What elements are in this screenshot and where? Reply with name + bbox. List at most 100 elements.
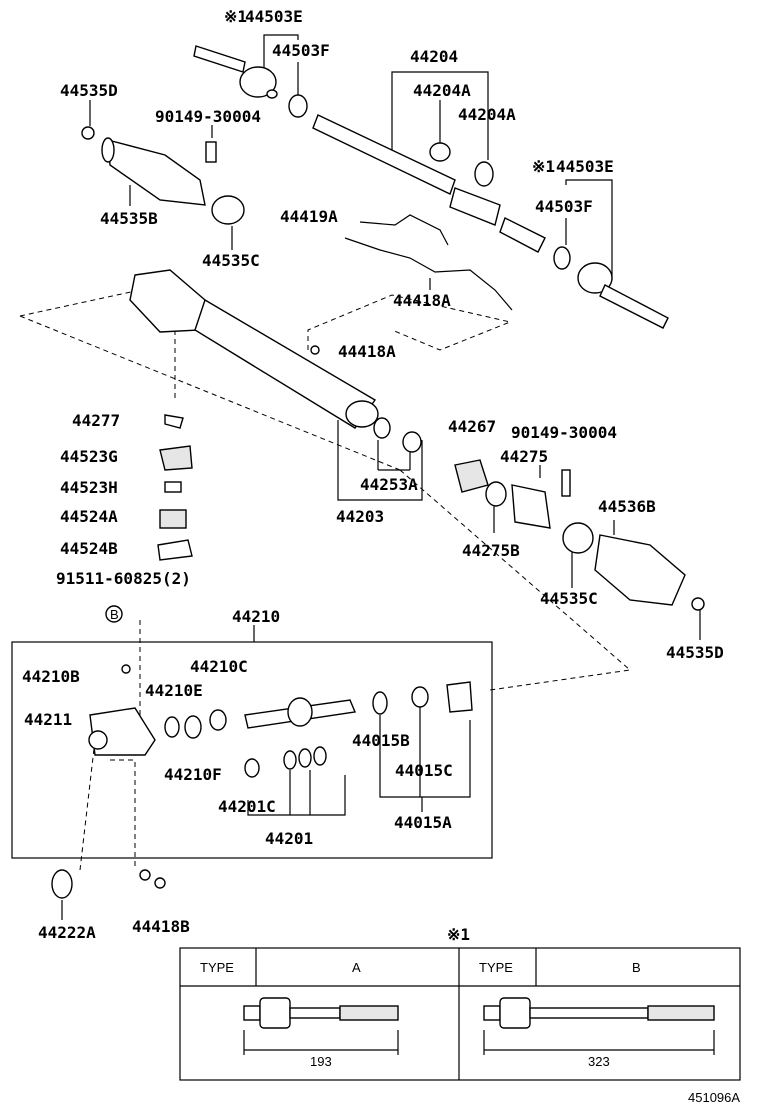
label-44418A-2: 44418A bbox=[338, 342, 396, 361]
label-44015B: 44015B bbox=[352, 731, 410, 750]
label-44535C-right: 44535C bbox=[540, 589, 598, 608]
lock-washer-top bbox=[288, 94, 308, 118]
label-44535D-top: 44535D bbox=[60, 81, 118, 100]
oring-44015B bbox=[372, 691, 388, 715]
leader-lines bbox=[19, 34, 701, 920]
washer-44222A bbox=[51, 869, 73, 899]
ring-44253A-1 bbox=[373, 417, 391, 439]
label-44535B: 44535B bbox=[100, 209, 158, 228]
dim-a: 193 bbox=[310, 1054, 332, 1069]
label-44275: 44275 bbox=[500, 447, 548, 466]
ring-44210F bbox=[184, 715, 202, 739]
bush-44015 bbox=[446, 681, 473, 713]
label-44204A-1: 44204A bbox=[413, 81, 471, 100]
bush-44275 bbox=[511, 484, 551, 529]
type-a: A bbox=[352, 960, 361, 975]
seal-44201C bbox=[244, 758, 260, 778]
boot-right bbox=[594, 534, 686, 606]
label-44535D-right: 44535D bbox=[666, 643, 724, 662]
label-44267: 44267 bbox=[448, 417, 496, 436]
tube-44419A bbox=[359, 214, 449, 246]
label-44210E: 44210E bbox=[145, 681, 203, 700]
label-44418B: 44418B bbox=[132, 917, 190, 936]
boot-left bbox=[101, 137, 206, 206]
label-44253A: 44253A bbox=[360, 475, 418, 494]
control-valve-shaft bbox=[244, 697, 356, 729]
type-header-b: TYPE bbox=[479, 960, 513, 975]
label-44210F: 44210F bbox=[164, 765, 222, 784]
nut-44524B bbox=[157, 539, 193, 561]
valve-kit-box bbox=[11, 641, 493, 859]
bolt-top bbox=[205, 141, 217, 163]
guide-44523G bbox=[159, 445, 193, 471]
label-44503E-right: 44503E bbox=[556, 157, 614, 176]
label-44222A: 44222A bbox=[38, 923, 96, 942]
label-44503F-right: 44503F bbox=[535, 197, 593, 216]
plug-44418B-2 bbox=[154, 877, 166, 889]
label-44523H: 44523H bbox=[60, 478, 118, 497]
oring-44204A bbox=[429, 142, 451, 162]
tube-44418A bbox=[344, 237, 513, 311]
rack-bar bbox=[312, 114, 546, 253]
dim-b: 323 bbox=[588, 1054, 610, 1069]
label-44524A: 44524A bbox=[60, 507, 118, 526]
tie-rod-top bbox=[193, 45, 278, 99]
note-mark-top: ※1 bbox=[224, 7, 247, 26]
label-44204: 44204 bbox=[410, 47, 458, 66]
ring-44275B bbox=[485, 481, 507, 507]
label-44203: 44203 bbox=[336, 507, 384, 526]
spring-44523H bbox=[164, 481, 182, 493]
label-44275B: 44275B bbox=[462, 541, 520, 560]
label-44523G: 44523G bbox=[60, 447, 118, 466]
ring-44204A bbox=[474, 161, 494, 187]
plug-44418B-1 bbox=[139, 869, 151, 881]
tie-rod-type-a bbox=[243, 997, 399, 1029]
label-44210C: 44210C bbox=[190, 657, 248, 676]
label-44204A-2: 44204A bbox=[458, 105, 516, 124]
label-91511: 91511-60825(2) bbox=[56, 569, 191, 588]
label-44201C: 44201C bbox=[218, 797, 276, 816]
label-44535C-top: 44535C bbox=[202, 251, 260, 270]
part-labels: ※1 44503E 44503F 44204 44204A 44204A 445… bbox=[22, 7, 724, 942]
label-44210B: 44210B bbox=[22, 667, 80, 686]
label-44015A: 44015A bbox=[394, 813, 452, 832]
seal-44201-1 bbox=[283, 750, 297, 770]
plug-44210B bbox=[121, 664, 131, 674]
label-44503F-top: 44503F bbox=[272, 41, 330, 60]
note-mark-right: ※1 bbox=[532, 157, 555, 176]
label-44536B: 44536B bbox=[598, 497, 656, 516]
type-header-a: TYPE bbox=[200, 960, 234, 975]
label-90149-right: 90149-30004 bbox=[511, 423, 617, 442]
part-drawings bbox=[11, 45, 705, 899]
oring-44210C bbox=[209, 709, 227, 731]
label-44418A-1: 44418A bbox=[393, 291, 451, 310]
label-44211: 44211 bbox=[24, 710, 72, 729]
ring-44210E bbox=[164, 716, 180, 738]
clamp-right bbox=[562, 522, 594, 554]
label-90149-top: 90149-30004 bbox=[155, 107, 261, 126]
label-44503E-top: 44503E bbox=[245, 7, 303, 26]
label-44277: 44277 bbox=[72, 411, 120, 430]
plug-44277 bbox=[164, 414, 184, 429]
nut-44267 bbox=[454, 459, 489, 493]
type-table: ※1 TYPE A TYPE B 193 323 bbox=[179, 925, 741, 1081]
valve-housing bbox=[88, 707, 156, 756]
ref-b-circle bbox=[105, 605, 123, 623]
tie-rod-right bbox=[577, 262, 669, 329]
plug-44418A bbox=[310, 345, 320, 355]
label-44201: 44201 bbox=[265, 829, 313, 848]
bolt-right bbox=[561, 469, 571, 497]
ref-b-label: B bbox=[110, 607, 119, 622]
clip-44535D-top bbox=[81, 126, 95, 140]
gear-housing bbox=[129, 269, 379, 429]
ring-44015C bbox=[411, 686, 429, 708]
ring-44253A-2 bbox=[402, 431, 422, 453]
seal-44201-3 bbox=[313, 746, 327, 766]
tie-rod-type-b bbox=[483, 997, 715, 1029]
type-b: B bbox=[632, 960, 641, 975]
lock-washer-right bbox=[553, 246, 571, 270]
type-table-note-mark: ※1 bbox=[447, 925, 470, 944]
clamp-top bbox=[211, 195, 245, 225]
label-44524B: 44524B bbox=[60, 539, 118, 558]
label-44015C: 44015C bbox=[395, 761, 453, 780]
